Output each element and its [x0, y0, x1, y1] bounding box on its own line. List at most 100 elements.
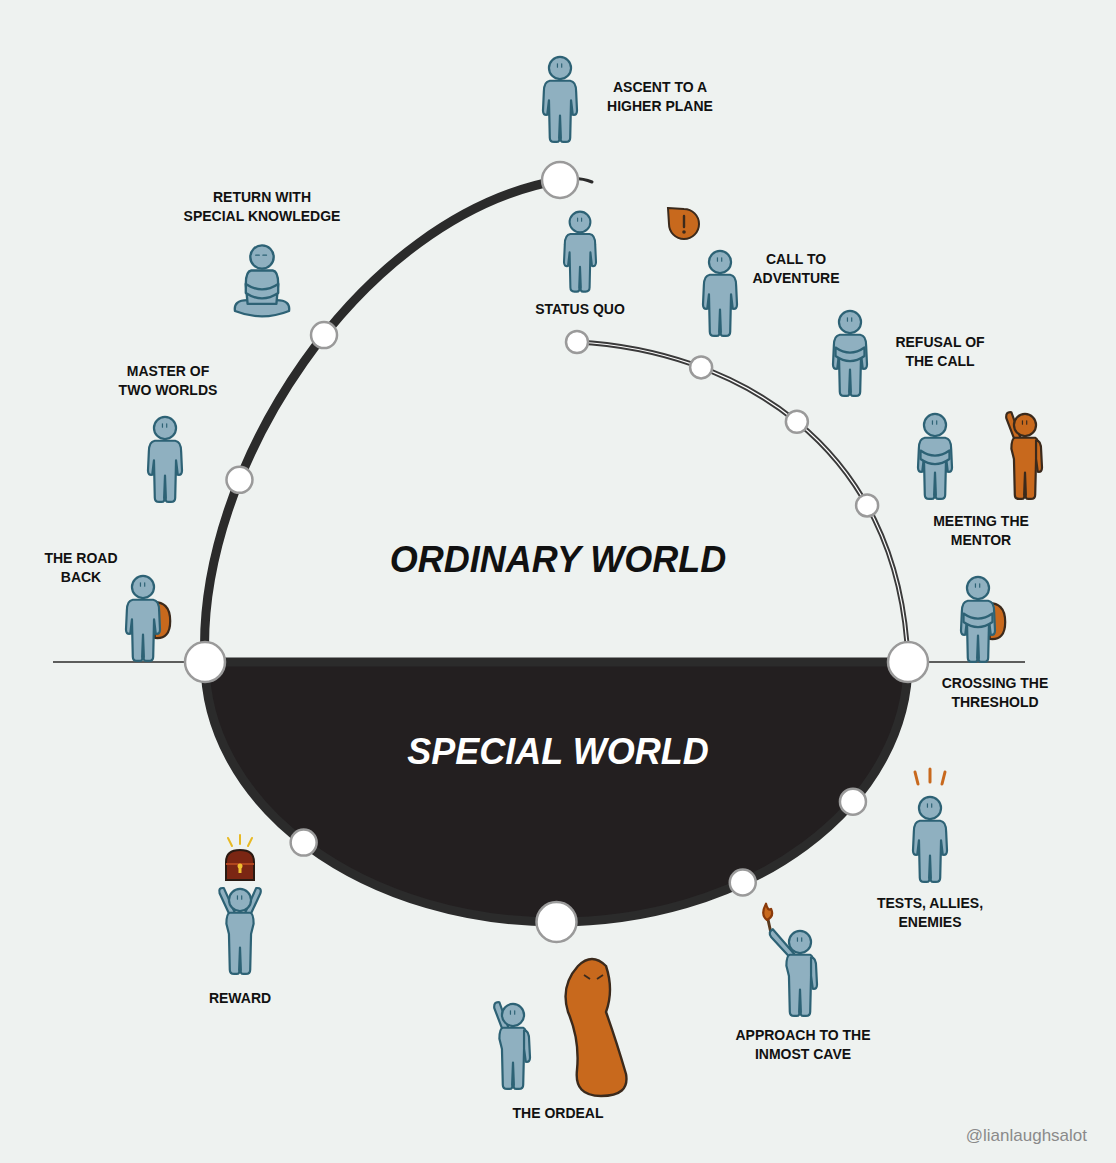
hero-figure — [543, 57, 577, 142]
figure-eye — [936, 421, 937, 424]
figure-body — [226, 913, 253, 974]
bubble-shape — [668, 208, 699, 239]
stage-dot — [537, 902, 577, 942]
hero-figure — [494, 1002, 530, 1089]
figure-eye — [797, 938, 798, 941]
chest-box — [226, 850, 254, 880]
figure-head — [570, 212, 591, 233]
monster-body — [566, 959, 627, 1096]
stage-label: CROSSING THE THRESHOLD — [933, 674, 1058, 712]
figure-head — [924, 414, 946, 436]
figure-eye — [557, 64, 558, 67]
figure-eye — [1026, 421, 1027, 424]
figure-eye — [140, 583, 141, 586]
figure-eye — [979, 584, 980, 587]
hero-figure — [833, 311, 867, 396]
stage-label: THE ORDEAL — [498, 1104, 618, 1123]
region-shape — [205, 178, 908, 662]
stage-label: APPROACH TO THE INMOST CAVE — [728, 1026, 878, 1064]
figure-eye — [851, 318, 852, 321]
crossed-arms — [836, 348, 865, 362]
stage-dot — [888, 642, 928, 682]
stage-dot — [311, 322, 337, 348]
bubble-mark — [682, 230, 686, 234]
stage-dot — [840, 789, 866, 815]
hero-figure — [148, 417, 182, 502]
figure-eye — [927, 804, 928, 807]
special-world-half — [205, 662, 908, 922]
hero-figure — [126, 576, 170, 661]
figure-body — [786, 955, 813, 1016]
figure-head — [919, 797, 941, 819]
stage-label: REWARD — [185, 989, 295, 1008]
figure-eye — [932, 421, 933, 424]
crossed-arms — [921, 451, 950, 465]
stage-dot — [185, 642, 225, 682]
journey-ring-highlight — [577, 342, 908, 662]
figure-head — [549, 57, 571, 79]
region-title: ORDINARY WORLD — [390, 539, 727, 580]
crossed-arms — [964, 614, 993, 628]
hero-figure — [913, 797, 947, 882]
figure-eye — [162, 424, 163, 427]
stage-dot — [566, 331, 588, 353]
treasure-chest — [226, 835, 254, 880]
mentor-figure — [1006, 412, 1042, 499]
monster-eye — [597, 975, 603, 979]
meditating-figure — [235, 245, 289, 316]
figure-eye — [717, 258, 718, 261]
hero-figure — [564, 212, 596, 292]
stage-label: STATUS QUO — [520, 300, 640, 319]
figure-eye — [237, 896, 238, 899]
figure-head — [789, 931, 811, 953]
stage-dot — [226, 467, 252, 493]
figure-eye — [721, 258, 722, 261]
journey-ring — [205, 180, 560, 662]
hero-figure — [219, 888, 261, 974]
figure-body — [148, 441, 182, 502]
stage-dot — [690, 356, 712, 378]
chest-lock — [239, 867, 242, 873]
surprise-stroke — [929, 769, 932, 782]
stage-label: MASTER OF TWO WORLDS — [113, 362, 223, 400]
figure-eye — [241, 896, 242, 899]
figure-eye — [1022, 421, 1023, 424]
figure-body — [918, 438, 952, 499]
alert-bubble — [668, 208, 699, 239]
figure-arm — [1036, 440, 1042, 472]
figure-eye — [510, 1011, 511, 1014]
figure-head — [502, 1004, 524, 1026]
figure-body — [703, 275, 737, 336]
figure-body — [913, 821, 947, 882]
figure-body — [961, 601, 995, 662]
figure-eye — [166, 424, 167, 427]
figure-body — [543, 81, 577, 142]
region-shape — [185, 162, 928, 942]
torch-flame — [763, 904, 772, 920]
figure-arm — [524, 1030, 530, 1062]
chest-ray — [228, 838, 232, 846]
figure-head — [229, 889, 251, 911]
stage-label: MEETING THE MENTOR — [921, 512, 1041, 550]
figure-head — [250, 245, 273, 268]
surprise-stroke — [915, 772, 918, 784]
hero-figure — [703, 251, 737, 336]
stage-label: THE ROAD BACK — [34, 549, 129, 587]
figure-head — [1014, 414, 1036, 436]
hero-figure — [918, 414, 952, 499]
figure-eye — [144, 583, 145, 586]
world-divider — [53, 661, 205, 663]
stage-label: ASCENT TO A HIGHER PLANE — [598, 78, 723, 116]
figure-body — [833, 335, 867, 396]
stage-dot — [786, 411, 808, 433]
figure-head — [967, 577, 989, 599]
figure-body — [499, 1028, 526, 1089]
monster-figure — [566, 959, 627, 1096]
region-title: SPECIAL WORLD — [407, 731, 708, 772]
hero-figure — [763, 904, 817, 1016]
figure-arm — [811, 957, 817, 989]
crossed-arms — [246, 284, 278, 298]
figure-eye — [561, 64, 562, 67]
